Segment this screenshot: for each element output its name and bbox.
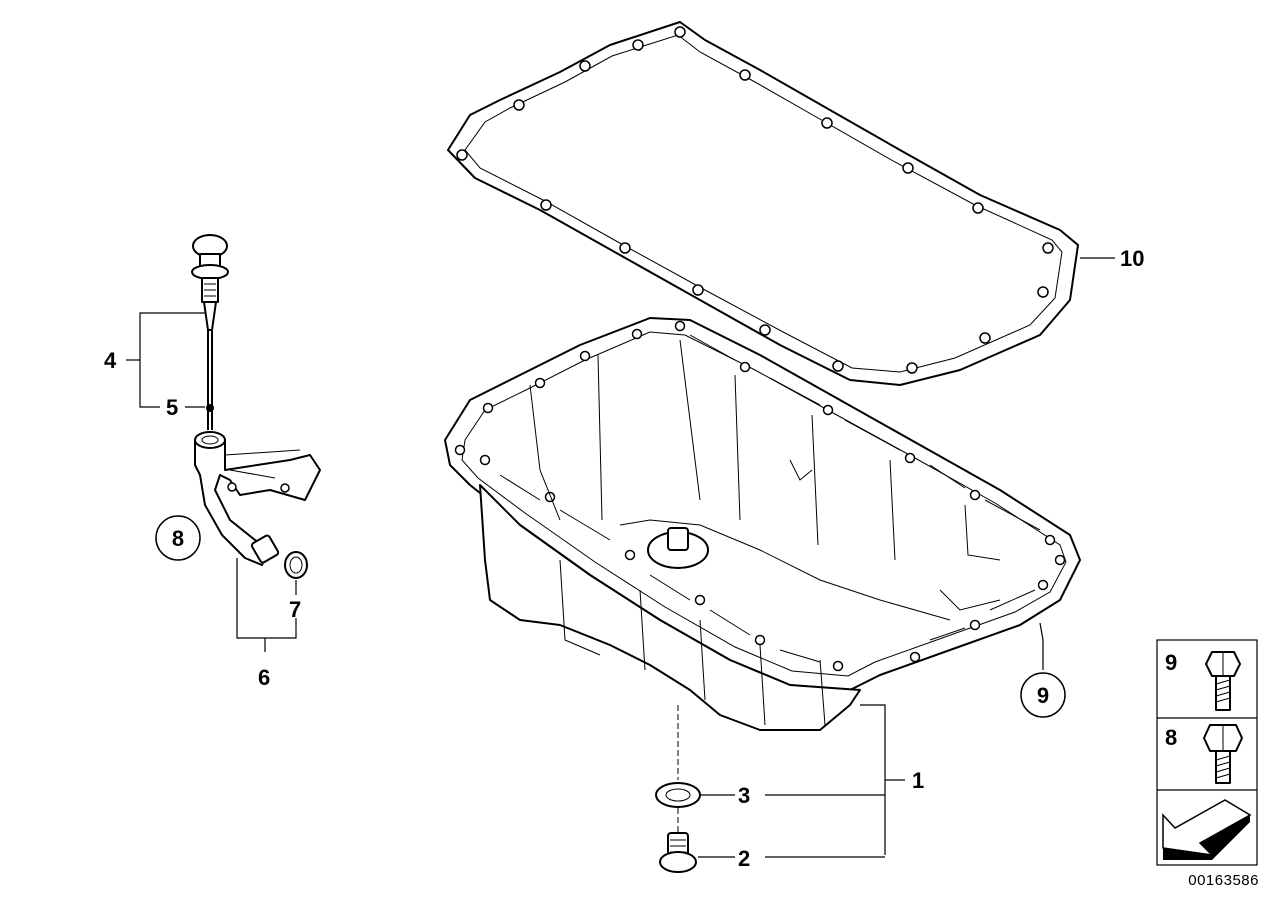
leader-lines xyxy=(126,257,1115,858)
direction-arrow-icon xyxy=(1162,799,1252,860)
circled-callout-9: 9 xyxy=(1020,672,1066,718)
o-ring[interactable] xyxy=(284,551,308,579)
legend-label-8: 8 xyxy=(1165,725,1177,750)
oil-drain-plug[interactable] xyxy=(659,832,697,873)
svg-text:9: 9 xyxy=(1037,683,1049,708)
callout-10: 10 xyxy=(1120,246,1144,271)
callout-2: 2 xyxy=(738,846,750,871)
sealing-ring[interactable] xyxy=(655,782,701,808)
fastener-legend: 9 8 xyxy=(1156,639,1258,866)
callout-5: 5 xyxy=(166,395,178,420)
circled-callout-8: 8 xyxy=(155,515,201,561)
diagram-reference-number: 00163586 xyxy=(1188,872,1259,889)
oil-pan-gasket[interactable] xyxy=(447,21,1079,386)
hex-bolt-icon xyxy=(1205,651,1241,711)
callout-1: 1 xyxy=(912,768,924,793)
callout-6: 6 xyxy=(258,665,270,690)
callout-4: 4 xyxy=(104,348,117,373)
callout-3: 3 xyxy=(738,783,750,808)
dipstick-guide-tube[interactable] xyxy=(194,431,321,566)
hex-bolt-icon xyxy=(1203,724,1243,784)
svg-text:8: 8 xyxy=(172,526,184,551)
callout-labels: 1 2 3 4 5 6 7 10 xyxy=(104,246,1144,871)
callout-7: 7 xyxy=(289,597,301,622)
legend-label-9: 9 xyxy=(1165,650,1177,675)
oil-dipstick[interactable] xyxy=(191,234,229,430)
oil-pan[interactable] xyxy=(444,317,1081,731)
